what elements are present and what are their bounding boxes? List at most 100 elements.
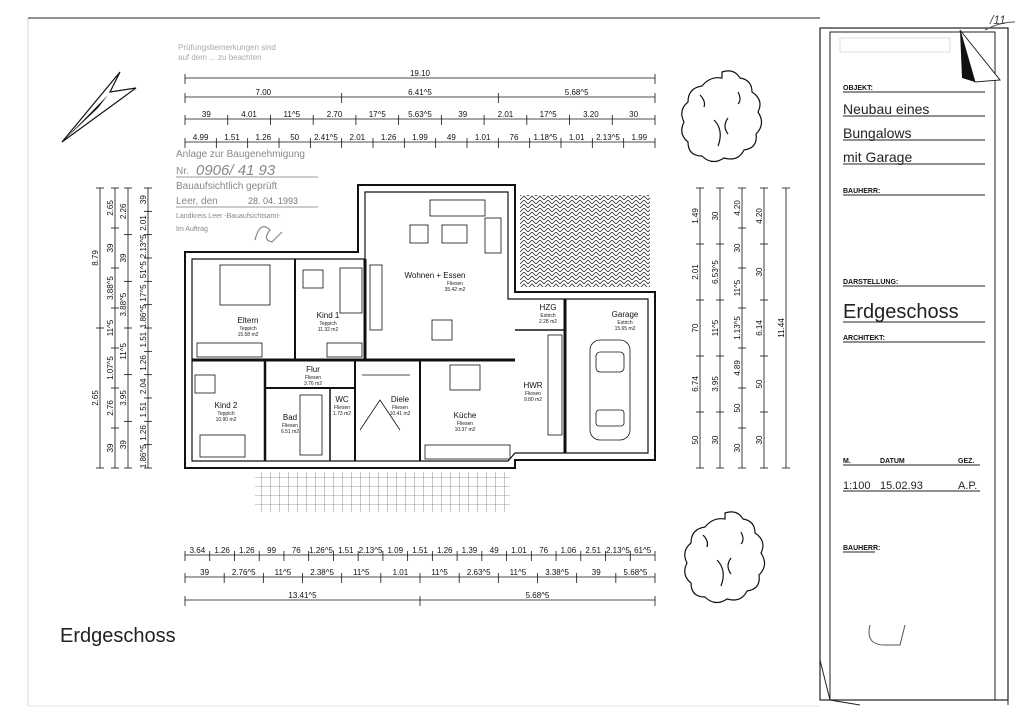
dimension-label: 39 [458,110,467,119]
dimension-label: 11^5 [353,568,370,577]
scale-value: 1:100 [843,480,871,492]
svg-text:3.76 m2: 3.76 m2 [304,381,322,387]
svg-text:Fliesen: Fliesen [334,405,350,411]
dimension-label: 1.26 [239,546,255,555]
dimension-label: 1.01 [569,133,585,142]
dimension-label: 30 [755,267,764,276]
svg-text:Flur: Flur [306,365,320,374]
dimension-label: 49 [447,133,456,142]
dimension-label: 11^5 [431,568,448,577]
kitchen-counter-icon [424,444,511,460]
dimension-label: 2.65 [91,390,100,406]
dimension-label: 99 [267,546,276,555]
svg-text:Estrich: Estrich [540,313,556,319]
dimension-label: 1.51 [412,546,428,555]
dimension-label: 1.01 [511,546,527,555]
dimension-label: 11^5 [106,319,115,336]
svg-text:15.65 m2: 15.65 m2 [615,326,636,332]
dimension-label: 39 [200,568,209,577]
dimension-label: 2.13^5 [359,546,383,555]
dimension-label: 11^5 [733,279,742,296]
svg-text:Küche: Küche [454,411,477,420]
dimension-label: 3.95 [711,376,720,392]
kitchen-table-icon [449,364,481,391]
date-value: 15.02.93 [880,480,923,492]
dimension-label: 30 [733,443,742,452]
title-block: /11 OBJEKT: Neubau eines Bungalows mit G… [819,13,1016,706]
dimension-label: 13.41^5 [288,591,317,600]
dimension-label: 1.09 [387,546,403,555]
bauherr-2-label: BAUHERR: [843,545,880,552]
svg-text:Landkreis Leer -Bauaufsichtsam: Landkreis Leer -Bauaufsichtsamt- [176,213,281,220]
svg-text:Estrich: Estrich [617,320,633,326]
dimension-label: 1.86^5 [139,304,148,328]
dimension-label: 1.26 [139,425,148,441]
dimension-label: 30 [711,435,720,444]
dimension-label: 1.39 [462,546,478,555]
architekt-label: ARCHITEKT: [843,335,885,342]
dimension-label: 1.13^5 [733,316,742,340]
sheet-frame [27,17,820,707]
dimension-label: 39 [106,243,115,252]
svg-text:10.37 m2: 10.37 m2 [455,427,476,433]
dimension-label: 2.38^5 [310,568,334,577]
date-label: DATUM [880,458,905,465]
dimension-label: 76 [292,546,301,555]
dimension-label: 39 [106,443,115,452]
dimension-label: 61^5 [634,546,652,555]
svg-text:Wohnen + Essen: Wohnen + Essen [404,271,465,280]
svg-text:Eltern: Eltern [238,316,259,325]
svg-text:6.51 m2: 6.51 m2 [281,429,299,435]
bauherr-label: BAUHERR: [843,188,880,195]
svg-text:Teppich: Teppich [217,411,234,417]
dining-table-icon [431,319,453,341]
dimension-label: 1.49 [691,208,700,224]
dimension-label: 2.04 [139,378,148,394]
svg-text:auf dem ... zu beachten: auf dem ... zu beachten [178,53,262,62]
svg-text:Fliesen: Fliesen [447,281,463,287]
svg-text:Fliesen: Fliesen [305,375,321,381]
dimension-label: 5.68^5 [624,568,648,577]
dimension-label: 50 [733,403,742,412]
driveway-paving [520,195,650,287]
dimension-label: 1.07^5 [106,356,115,380]
dimension-label: 17^5 [540,110,558,119]
tree-icon [681,70,763,163]
dimension-label: 11^5 [711,319,720,336]
svg-text:Fliesen: Fliesen [525,391,541,397]
drawn-label: GEZ. [958,458,974,465]
dimension-label: 76 [510,133,519,142]
dimension-label: 1.51 [139,331,148,347]
dimension-label: 4.01 [241,110,257,119]
signature [254,226,283,243]
dimension-label: 3.38^5 [545,568,569,577]
svg-text:Anlage zur Baugenehmigung: Anlage zur Baugenehmigung [176,149,305,160]
svg-text:WC: WC [335,395,349,404]
dimension-label: 4.89 [733,360,742,376]
svg-text:Im Auftrag: Im Auftrag [176,226,208,233]
darstellung-value: Erdgeschoss [843,301,959,323]
dimension-label: 1.01 [475,133,491,142]
svg-text:Fliesen: Fliesen [457,421,473,427]
car-icon [589,339,631,441]
dimension-label: 4.99 [193,133,209,142]
svg-text:Kind 2: Kind 2 [215,401,238,410]
svg-text:Diele: Diele [391,395,410,404]
dimension-label: 2.51 [585,546,601,555]
svg-text:2.28 m2: 2.28 m2 [539,319,557,325]
scale-label: M. [843,458,851,465]
dimension-label: 3.64 [190,546,206,555]
dimension-label: 30 [629,110,638,119]
dimension-label: 70 [691,323,700,332]
dimension-label: 4.20 [755,208,764,224]
dimension-label: 1.51 [139,401,148,417]
dimension-label: 1.26 [381,133,397,142]
bathtub-icon [299,394,323,456]
dimension-label: 6.53^5 [711,260,720,284]
dimension-label: 2.13^5 [139,234,148,258]
dimension-label: 39 [119,440,128,449]
